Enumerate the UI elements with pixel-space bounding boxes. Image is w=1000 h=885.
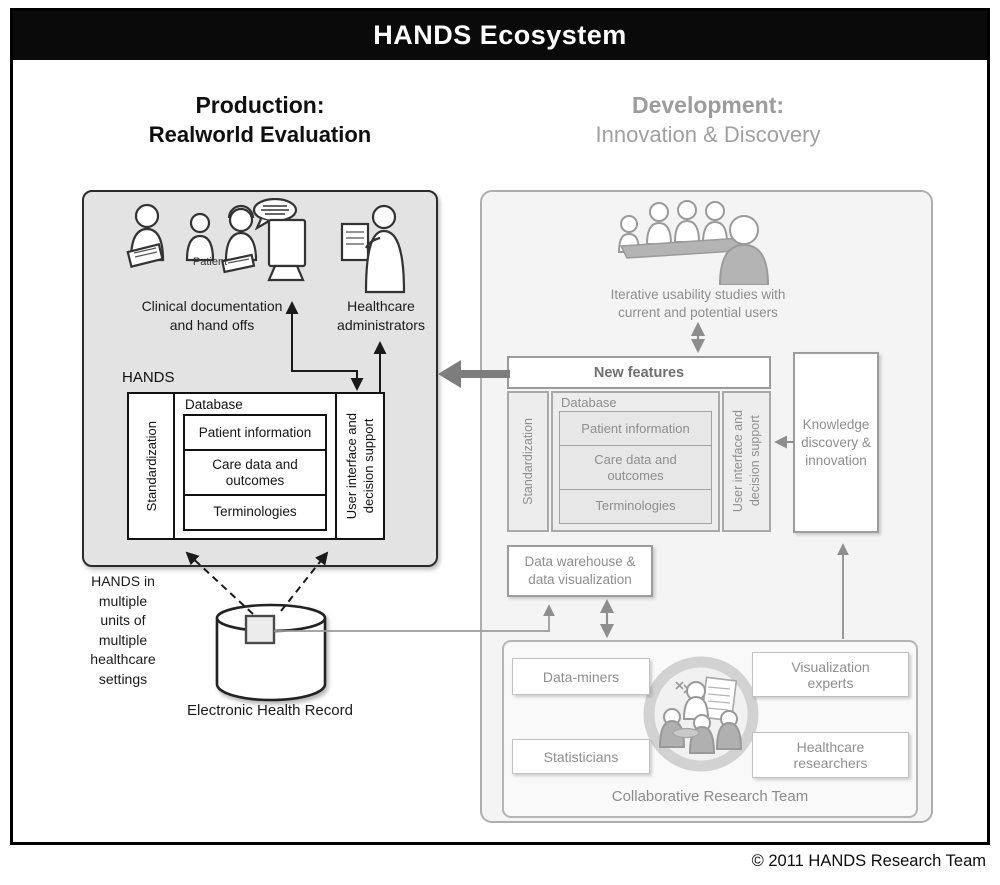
production-row-care-data: Care data and outcomes xyxy=(185,451,325,496)
development-user-interface-column: User interface and decision support xyxy=(722,391,771,532)
usability-session-icon xyxy=(617,200,770,285)
development-row-patient-information: Patient information xyxy=(560,412,711,447)
knowledge-discovery-box: Knowledge discovery & innovation xyxy=(793,352,879,533)
production-database-rows: Patient information Care data and outcom… xyxy=(183,414,327,531)
role-data-miners: Data-miners xyxy=(512,658,650,695)
collaboration-circle-icon xyxy=(643,656,759,772)
production-standardization-label: Standardization xyxy=(143,420,159,512)
development-database-section: Database Patient information Care data a… xyxy=(551,391,720,532)
production-heading: Production: Realworld Evaluation xyxy=(80,90,440,149)
production-heading-line2: Realworld Evaluation xyxy=(148,122,372,147)
hands-label: HANDS xyxy=(122,369,175,386)
clinicians-group-icon xyxy=(126,198,307,282)
development-row-care-data: Care data and outcomes xyxy=(560,446,711,490)
ehr-caption: Electronic Health Record xyxy=(187,702,353,719)
development-row-terminologies: Terminologies xyxy=(560,489,711,523)
development-user-interface-label: User interface and decision support xyxy=(730,410,762,513)
production-database-section: Database Patient information Care data a… xyxy=(175,394,335,538)
development-database-rows: Patient information Care data and outcom… xyxy=(559,411,712,524)
development-heading-line1: Development: xyxy=(631,92,785,118)
new-features-box: New features xyxy=(507,356,771,389)
hands-unit-square xyxy=(244,614,276,645)
production-row-patient-information: Patient information xyxy=(185,416,325,452)
development-heading-line2: Innovation & Discovery xyxy=(595,122,821,147)
production-database-label: Database xyxy=(185,397,243,412)
diagram-title: HANDS Ecosystem xyxy=(373,20,627,50)
clinical-documentation-caption: Clinical documentation and hand offs xyxy=(141,298,283,333)
role-statisticians: Statisticians xyxy=(512,739,650,774)
development-standardization-label: Standardization xyxy=(520,418,535,505)
copyright-text: © 2011 HANDS Research Team xyxy=(751,852,986,870)
production-user-interface-column: User interface and decision support xyxy=(335,394,383,538)
data-warehouse-box: Data warehouse & data visualization xyxy=(507,545,653,597)
production-row-terminologies: Terminologies xyxy=(213,504,297,520)
collaborative-team-label: Collaborative Research Team xyxy=(611,788,809,805)
production-standardization-column: Standardization xyxy=(129,394,175,538)
production-heading-line1: Production: xyxy=(195,92,325,118)
development-database-label: Database xyxy=(561,395,617,410)
ehr-database-cylinder-icon xyxy=(215,603,327,702)
hands-in-multiple-caption: HANDS in multiple units of multiple heal… xyxy=(90,573,156,687)
patient-figure-label: Patient xyxy=(192,256,228,268)
role-healthcare-researchers: Healthcare researchers xyxy=(752,732,909,778)
healthcare-administrator-icon xyxy=(340,204,406,294)
development-heading: Development: Innovation & Discovery xyxy=(482,90,934,149)
role-visualization-experts: Visualization experts xyxy=(752,652,909,697)
healthcare-administrators-caption: Healthcare administrators xyxy=(337,298,425,333)
diagram-titlebar: HANDS Ecosystem xyxy=(13,11,987,60)
usability-caption: Iterative usability studies with current… xyxy=(610,287,786,320)
production-hands-box: Standardization Database Patient informa… xyxy=(127,392,385,540)
development-standardization-column: Standardization xyxy=(507,391,549,532)
production-user-interface-label: User interface and decision support xyxy=(344,412,376,520)
